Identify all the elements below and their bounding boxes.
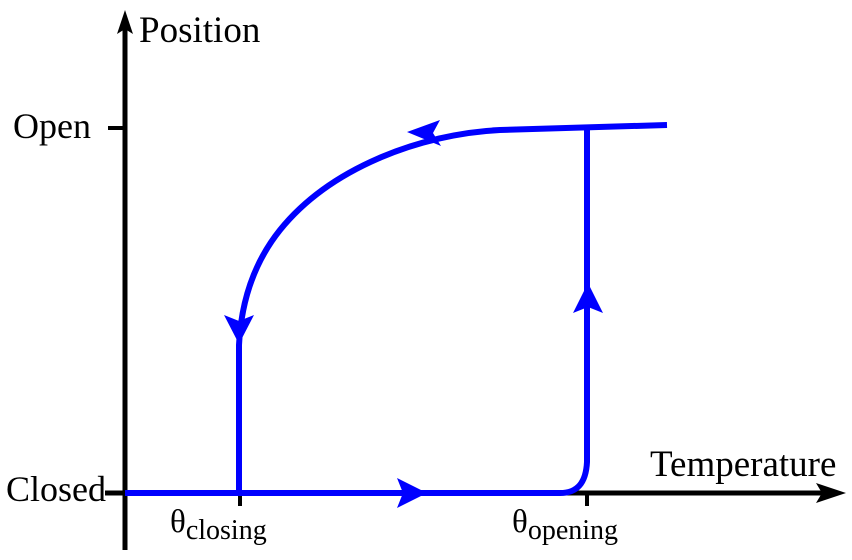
arrow-right-heating-icon <box>397 478 427 508</box>
theta-subscript-closing: closing <box>185 515 267 546</box>
heating-branch-path <box>125 127 590 496</box>
hysteresis-curve-group <box>125 122 668 496</box>
y-axis-arrow-icon <box>117 10 133 34</box>
x-axis-arrow-icon <box>816 483 846 503</box>
direction-arrowheads-group <box>224 120 603 508</box>
y-axis-label: Position <box>139 10 261 51</box>
theta-subscript-opening: opening <box>527 515 619 546</box>
arrow-left-cooling-icon <box>407 120 441 146</box>
y-tick-label-open: Open <box>13 106 91 146</box>
x-tick-label-theta-opening: θopening <box>512 504 618 545</box>
cooling-branch-path <box>236 122 668 493</box>
arrow-up-opening-icon <box>573 283 603 313</box>
x-tick-label-theta-closing: θclosing <box>170 504 267 545</box>
y-tick-label-closed: Closed <box>6 469 107 509</box>
arrow-down-closing-icon <box>224 315 254 344</box>
x-axis-label: Temperature <box>650 444 837 485</box>
theta-symbol-closing: θ <box>170 504 186 540</box>
theta-symbol-opening: θ <box>512 504 528 540</box>
